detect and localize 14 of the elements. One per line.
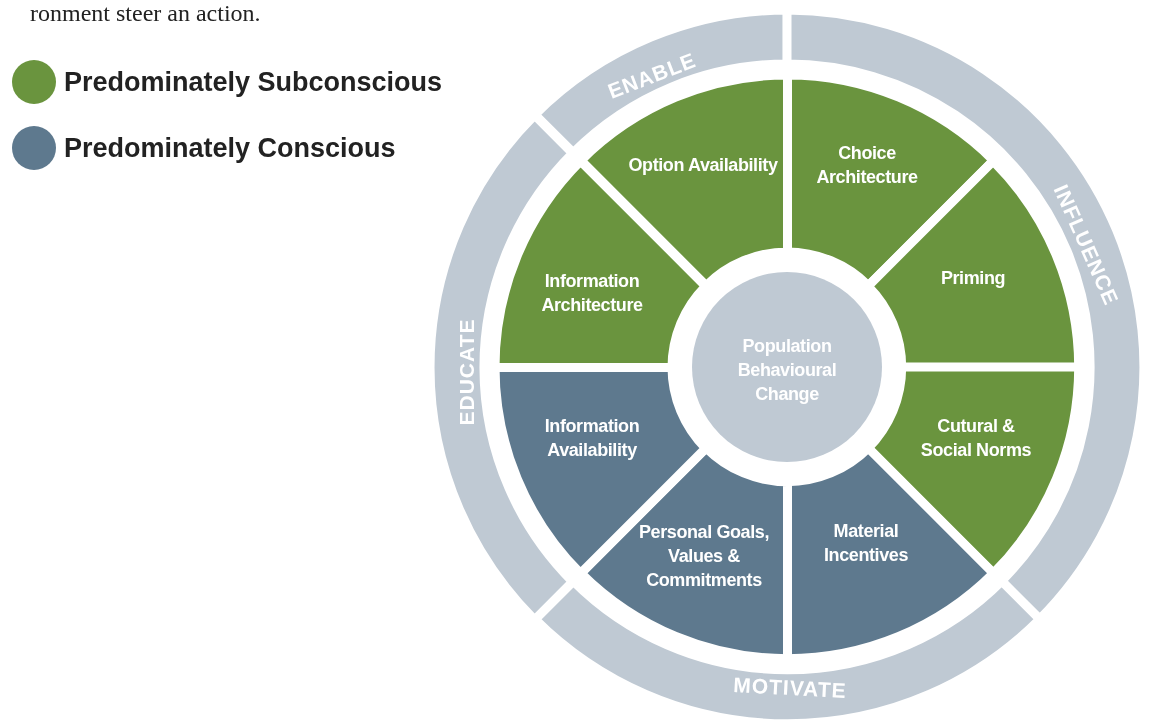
center-label: Population Behavioural Change	[736, 335, 838, 406]
legend-label: Predominately Subconscious	[64, 66, 443, 98]
segment-label: Option Availability	[628, 154, 778, 177]
legend-label: Predominately Conscious	[64, 132, 396, 164]
segment-label: Material Incentives	[822, 520, 909, 567]
ring-label: MOTIVATE	[732, 673, 848, 703]
segment-label: Information Architecture	[540, 270, 644, 317]
ring-label: EDUCATE	[455, 318, 479, 426]
segment-label: Choice Architecture	[815, 142, 919, 189]
segment-label: Cutural & Social Norms	[919, 415, 1033, 462]
segment-label: Priming	[939, 267, 1007, 290]
body-text: ronment steer an action.	[30, 0, 261, 27]
segment-label: Information Availability	[543, 415, 641, 462]
segment-label: Personal Goals, Values & Commitments	[637, 521, 770, 592]
